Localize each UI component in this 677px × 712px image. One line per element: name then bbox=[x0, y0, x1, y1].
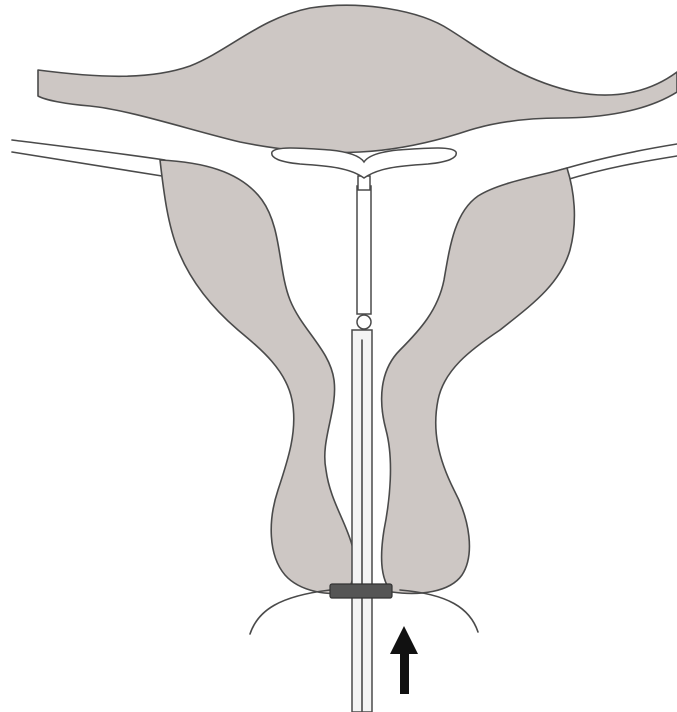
left-fallopian-tube bbox=[12, 140, 165, 176]
iud-thread-ring bbox=[357, 315, 371, 329]
uterine-fundus bbox=[38, 5, 677, 152]
inserter-tube bbox=[352, 330, 372, 712]
left-uterine-wall bbox=[160, 160, 354, 593]
arrow-up-icon bbox=[390, 626, 418, 694]
right-fallopian-tube bbox=[560, 144, 677, 180]
inserter-flange bbox=[330, 584, 392, 598]
right-uterine-wall bbox=[382, 168, 575, 593]
iud-stem bbox=[357, 176, 371, 314]
